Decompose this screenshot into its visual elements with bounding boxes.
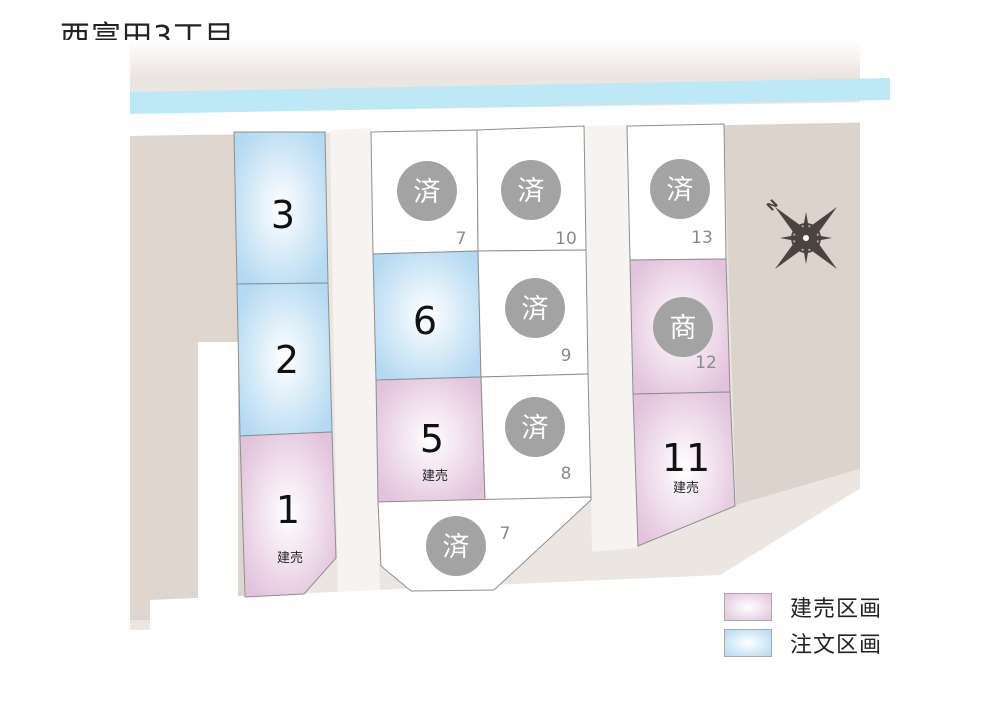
lot-12-sub-number: 12 <box>695 353 717 373</box>
lot-5-number: 5 <box>420 417 444 461</box>
legend-label-custom-order: 注文区画 <box>790 633 883 658</box>
legend-label-ready-built: 建売区画 <box>790 597 883 622</box>
lot-11-tag: 建売 <box>673 480 699 496</box>
lot-1-tag: 建売 <box>277 550 303 566</box>
lot-7-corner-sold-badge: 済 <box>426 516 486 576</box>
lot-13-sold-badge: 済 <box>650 159 710 219</box>
river <box>130 78 890 114</box>
lot-9-sub-number: 9 <box>561 346 572 366</box>
lot-7-corner-badge-text: 済 <box>443 532 470 563</box>
lot-1-number: 1 <box>276 488 300 532</box>
lot-11-number: 11 <box>662 436 710 480</box>
legend-item-custom-order: 注文区画 <box>724 628 882 658</box>
lot-8-sold-badge: 済 <box>505 397 565 457</box>
lot-13-sub-number: 13 <box>691 228 713 248</box>
lot-6-number: 6 <box>413 299 437 343</box>
lot-12-commercial-badge: 商 <box>653 297 713 357</box>
lot-7-sub-number: 7 <box>456 229 467 249</box>
legend-swatch-custom-order <box>724 629 772 657</box>
lot-7-corner-sub-number: 7 <box>500 524 511 544</box>
legend-item-ready-built: 建売区画 <box>724 592 882 622</box>
lot-8-badge-text: 済 <box>522 413 549 444</box>
legend: 建売区画 注文区画 <box>724 592 882 664</box>
lot-1[interactable] <box>239 431 337 598</box>
compass-rose-icon <box>774 206 838 270</box>
lot-9-badge-text: 済 <box>522 294 549 325</box>
lot-5-tag: 建売 <box>422 468 448 484</box>
lot-7-badge-text: 済 <box>414 177 441 208</box>
lot-10-badge-text: 済 <box>518 176 545 207</box>
legend-swatch-ready-built <box>724 593 772 621</box>
lot-10-sold-badge: 済 <box>501 160 561 220</box>
lot-2-number: 2 <box>275 338 299 382</box>
lot-10-sub-number: 10 <box>555 229 577 249</box>
lot-3-number: 3 <box>271 193 295 237</box>
lot-11[interactable] <box>632 391 736 547</box>
lot-7-sold-badge: 済 <box>397 161 457 221</box>
lot-8-sub-number: 8 <box>561 464 572 484</box>
lot-12-badge-text: 商 <box>670 313 697 344</box>
lot-9-sold-badge: 済 <box>505 278 565 338</box>
lot-13-badge-text: 済 <box>667 175 694 206</box>
